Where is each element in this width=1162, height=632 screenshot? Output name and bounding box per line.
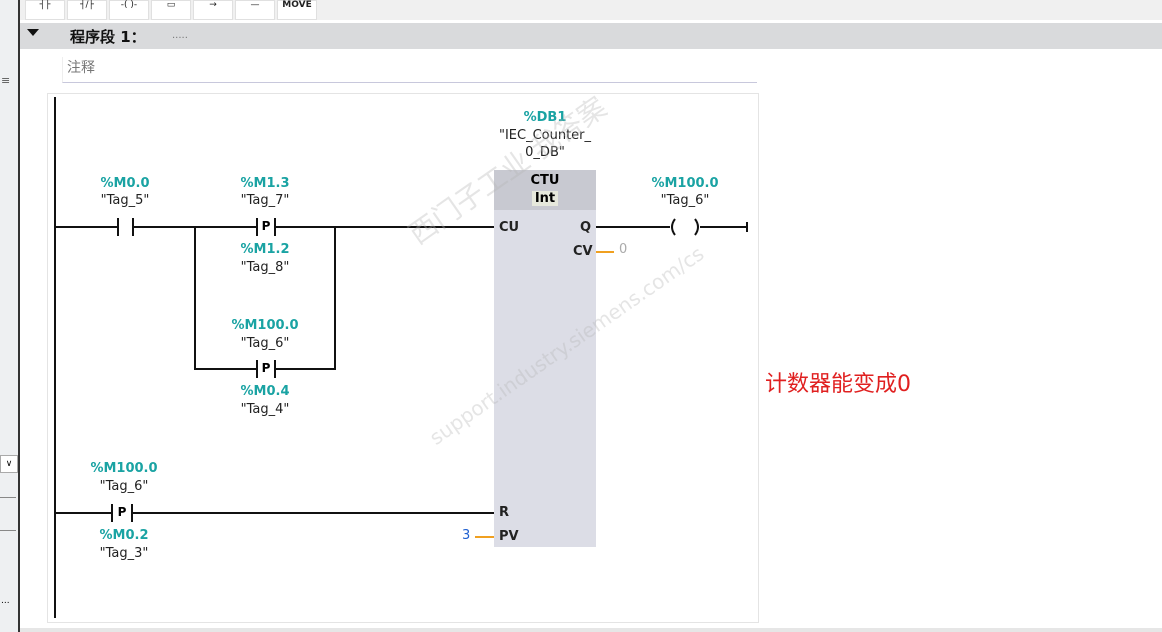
chevron-down-icon[interactable]: ∨ bbox=[0, 455, 18, 473]
pcontact-address[interactable]: %M100.0 bbox=[231, 318, 299, 333]
edge-p-label: P bbox=[261, 361, 271, 375]
contact-button[interactable]: ┤├ bbox=[25, 0, 65, 20]
cv-value[interactable]: 0 bbox=[619, 242, 628, 257]
pcontact-mem-address[interactable]: %M1.2 bbox=[240, 242, 290, 257]
coil-symbol[interactable]: "Tag_6" bbox=[660, 193, 710, 208]
left-panel: ≡ ∨ ... bbox=[0, 0, 20, 632]
pcontact-mem-symbol[interactable]: "Tag_3" bbox=[99, 546, 149, 561]
pcontact-symbol[interactable]: "Tag_7" bbox=[240, 193, 290, 208]
contact-symbol[interactable]: "Tag_5" bbox=[100, 193, 150, 208]
menu-handle-icon[interactable]: ≡ bbox=[1, 74, 11, 87]
pin-r: R bbox=[499, 505, 510, 520]
network-title: 程序段 1： bbox=[70, 28, 146, 46]
pcontact-symbol[interactable]: "Tag_6" bbox=[99, 479, 149, 494]
network-comment[interactable]: 注释 bbox=[62, 57, 757, 83]
jump-button[interactable]: → bbox=[193, 0, 233, 20]
block-instance-address[interactable]: %DB1 bbox=[523, 110, 567, 125]
edge-p-label: P bbox=[261, 219, 271, 233]
contact-address[interactable]: %M0.0 bbox=[100, 176, 150, 191]
block-datatype[interactable]: Int bbox=[532, 191, 558, 206]
ladder-area bbox=[47, 93, 759, 623]
horizontal-scrollbar[interactable] bbox=[20, 628, 1162, 632]
coil-button[interactable]: -( )- bbox=[109, 0, 149, 20]
block-instance-name[interactable]: "IEC_Counter_ bbox=[498, 128, 592, 143]
pv-value[interactable]: 3 bbox=[462, 528, 471, 543]
pcontact-address[interactable]: %M100.0 bbox=[90, 461, 158, 476]
divider bbox=[0, 497, 16, 498]
pcontact-mem-address[interactable]: %M0.4 bbox=[240, 384, 290, 399]
annotation-text: 计数器能变成0 bbox=[765, 372, 911, 397]
divider bbox=[0, 530, 16, 531]
ladder-toolbar: ┤├ ┤/├ -( )- ▭ → — MOVE bbox=[20, 0, 1162, 20]
network-header[interactable]: 程序段 1： ..... bbox=[20, 23, 1162, 49]
pcontact-address[interactable]: %M1.3 bbox=[240, 176, 290, 191]
network-title-placeholder[interactable]: ..... bbox=[172, 30, 188, 41]
collapse-triangle-icon[interactable] bbox=[27, 29, 39, 36]
branch-button[interactable]: — bbox=[235, 0, 275, 20]
pcontact-m1-3 bbox=[256, 218, 276, 236]
negated-contact-button[interactable]: ┤/├ bbox=[67, 0, 107, 20]
pin-q: Q bbox=[580, 220, 592, 235]
move-button[interactable]: MOVE bbox=[277, 0, 317, 20]
ctu-block[interactable]: CTU Int bbox=[494, 170, 596, 547]
pcontact-mem-symbol[interactable]: "Tag_8" bbox=[240, 260, 290, 275]
output-wire bbox=[596, 222, 748, 232]
pin-pv: PV bbox=[499, 529, 519, 544]
pcontact-rung2 bbox=[111, 504, 133, 522]
parallel-branch bbox=[194, 227, 336, 370]
contact-m0-0 bbox=[117, 218, 134, 236]
box-button[interactable]: ▭ bbox=[151, 0, 191, 20]
pcontact-mem-symbol[interactable]: "Tag_4" bbox=[240, 402, 290, 417]
block-instance-name-2: 0_DB" bbox=[525, 145, 565, 160]
more-icon[interactable]: ... bbox=[1, 596, 10, 606]
block-type: CTU bbox=[530, 173, 560, 188]
pin-cv: CV bbox=[573, 244, 593, 259]
pin-cu: CU bbox=[499, 220, 520, 235]
coil-address[interactable]: %M100.0 bbox=[651, 176, 719, 191]
edge-p-label: P bbox=[117, 505, 127, 519]
pcontact-symbol[interactable]: "Tag_6" bbox=[240, 336, 290, 351]
pcontact-m100-0 bbox=[256, 360, 276, 378]
pcontact-mem-address[interactable]: %M0.2 bbox=[99, 528, 149, 543]
coil-m100-0 bbox=[671, 218, 699, 236]
